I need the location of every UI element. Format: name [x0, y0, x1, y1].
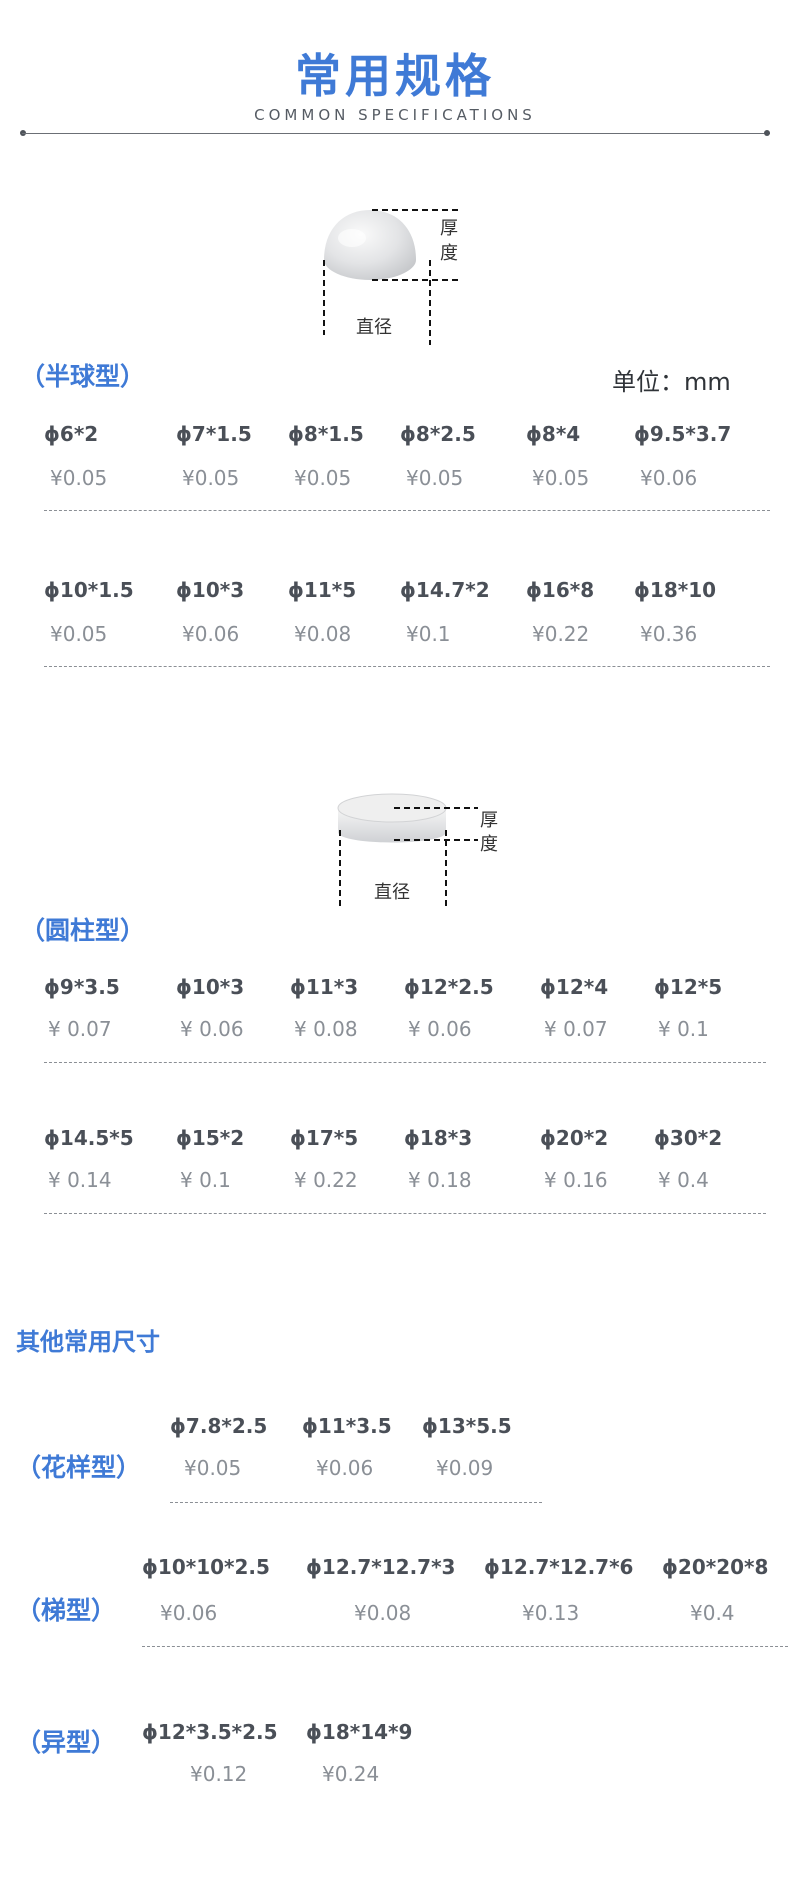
spec-size: ϕ20*2	[540, 1126, 609, 1150]
dotted-divider	[170, 1502, 542, 1503]
thickness-label-1: 厚	[480, 810, 498, 831]
spec-size: ϕ12*2.5	[404, 975, 494, 999]
spec-price: ¥0.36	[640, 622, 698, 646]
spec-price: ¥0.05	[406, 466, 464, 490]
spec-price: ¥ 0.1	[180, 1168, 231, 1192]
hemisphere-section-title: （半球型）	[20, 362, 146, 391]
spec-price: ¥0.05	[50, 622, 108, 646]
dotted-divider	[142, 1646, 788, 1647]
other-sizes-title: 其他常用尺寸	[16, 1328, 160, 1356]
spec-price: ¥0.22	[532, 622, 590, 646]
dotted-divider	[44, 1062, 766, 1063]
spec-price: ¥0.05	[294, 466, 352, 490]
spec-size: ϕ18*10	[634, 578, 717, 602]
spec-size: ϕ6*2	[44, 422, 99, 446]
thickness-label-2: 度	[480, 834, 498, 855]
spec-size: ϕ8*1.5	[288, 422, 364, 446]
spec-price: ¥0.06	[182, 622, 240, 646]
spec-size: ϕ17*5	[290, 1126, 359, 1150]
page-subtitle: COMMON SPECIFICATIONS	[254, 106, 536, 124]
spec-size: ϕ7*1.5	[176, 422, 252, 446]
spec-size: ϕ18*14*9	[306, 1720, 413, 1744]
unit-label: 单位：mm	[612, 368, 731, 396]
spec-price: ¥ 0.06	[180, 1017, 244, 1041]
spec-price: ¥ 0.07	[544, 1017, 608, 1041]
spec-price: ¥0.05	[182, 466, 240, 490]
divider-dot-right	[764, 130, 770, 136]
spec-price: ¥ 0.1	[658, 1017, 709, 1041]
spec-price: ¥0.05	[532, 466, 590, 490]
spec-price: ¥0.06	[160, 1601, 218, 1625]
diameter-label: 直径	[374, 882, 410, 903]
spec-size: ϕ7.8*2.5	[170, 1414, 268, 1438]
spec-price: ¥ 0.14	[48, 1168, 112, 1192]
spec-size: ϕ14.5*5	[44, 1126, 134, 1150]
dotted-divider	[44, 510, 770, 511]
cylinder-section-title: （圆柱型）	[20, 916, 146, 945]
dotted-divider	[44, 666, 770, 667]
spec-price: ¥ 0.07	[48, 1017, 112, 1041]
spec-size: ϕ30*2	[654, 1126, 723, 1150]
spec-size: ϕ11*3.5	[302, 1414, 392, 1438]
spec-size: ϕ8*2.5	[400, 422, 476, 446]
spec-size: ϕ9.5*3.7	[634, 422, 732, 446]
spec-size: ϕ20*20*8	[662, 1555, 769, 1579]
spec-price: ¥0.06	[316, 1456, 374, 1480]
spec-size: ϕ18*3	[404, 1126, 473, 1150]
special-section-title: （异型）	[16, 1728, 117, 1757]
spec-size: ϕ8*4	[526, 422, 581, 446]
spec-size: ϕ13*5.5	[422, 1414, 512, 1438]
spec-price: ¥0.05	[184, 1456, 242, 1480]
spec-size: ϕ10*10*2.5	[142, 1555, 270, 1579]
spec-price: ¥0.05	[50, 466, 108, 490]
cylinder-diagram: 厚 度 直径	[337, 793, 498, 908]
spec-size: ϕ12*3.5*2.5	[142, 1720, 278, 1744]
spec-price: ¥0.06	[640, 466, 698, 490]
spec-price: ¥0.09	[436, 1456, 494, 1480]
spec-price: ¥0.13	[522, 1601, 580, 1625]
spec-size: ϕ10*3	[176, 578, 245, 602]
spec-size: ϕ16*8	[526, 578, 595, 602]
dotted-divider	[44, 1213, 766, 1214]
spec-price: ¥ 0.22	[294, 1168, 358, 1192]
spec-price: ¥0.08	[354, 1601, 412, 1625]
spec-price: ¥0.24	[322, 1762, 380, 1786]
thickness-label-1: 厚	[440, 218, 458, 239]
spec-size: ϕ9*3.5	[44, 975, 120, 999]
flower-section-title: （花样型）	[16, 1453, 142, 1482]
spec-price: ¥0.08	[294, 622, 352, 646]
trapezoid-section-title: （梯型）	[16, 1596, 117, 1625]
spec-size: ϕ12.7*12.7*6	[484, 1555, 634, 1579]
spec-price: ¥0.1	[406, 622, 451, 646]
thickness-label-2: 度	[440, 243, 458, 264]
spec-price: ¥0.12	[190, 1762, 248, 1786]
hemisphere-image	[324, 210, 416, 280]
spec-size: ϕ10*3	[176, 975, 245, 999]
spec-size: ϕ12*4	[540, 975, 609, 999]
spec-size: ϕ12*5	[654, 975, 723, 999]
spec-size: ϕ15*2	[176, 1126, 245, 1150]
spec-size: ϕ14.7*2	[400, 578, 490, 602]
diameter-label: 直径	[356, 317, 392, 338]
spec-size: ϕ10*1.5	[44, 578, 134, 602]
spec-price: ¥ 0.08	[294, 1017, 358, 1041]
spec-price: ¥ 0.06	[408, 1017, 472, 1041]
page-title: 常用规格	[295, 49, 495, 103]
header-divider	[22, 133, 770, 134]
hemisphere-diagram: 厚 度 直径	[323, 209, 460, 345]
spec-price: ¥ 0.4	[658, 1168, 709, 1192]
spec-price: ¥0.4	[690, 1601, 735, 1625]
spec-size: ϕ11*5	[288, 578, 357, 602]
spec-size: ϕ12.7*12.7*3	[306, 1555, 456, 1579]
spec-size: ϕ11*3	[290, 975, 359, 999]
spec-price: ¥ 0.18	[408, 1168, 472, 1192]
spec-price: ¥ 0.16	[544, 1168, 608, 1192]
